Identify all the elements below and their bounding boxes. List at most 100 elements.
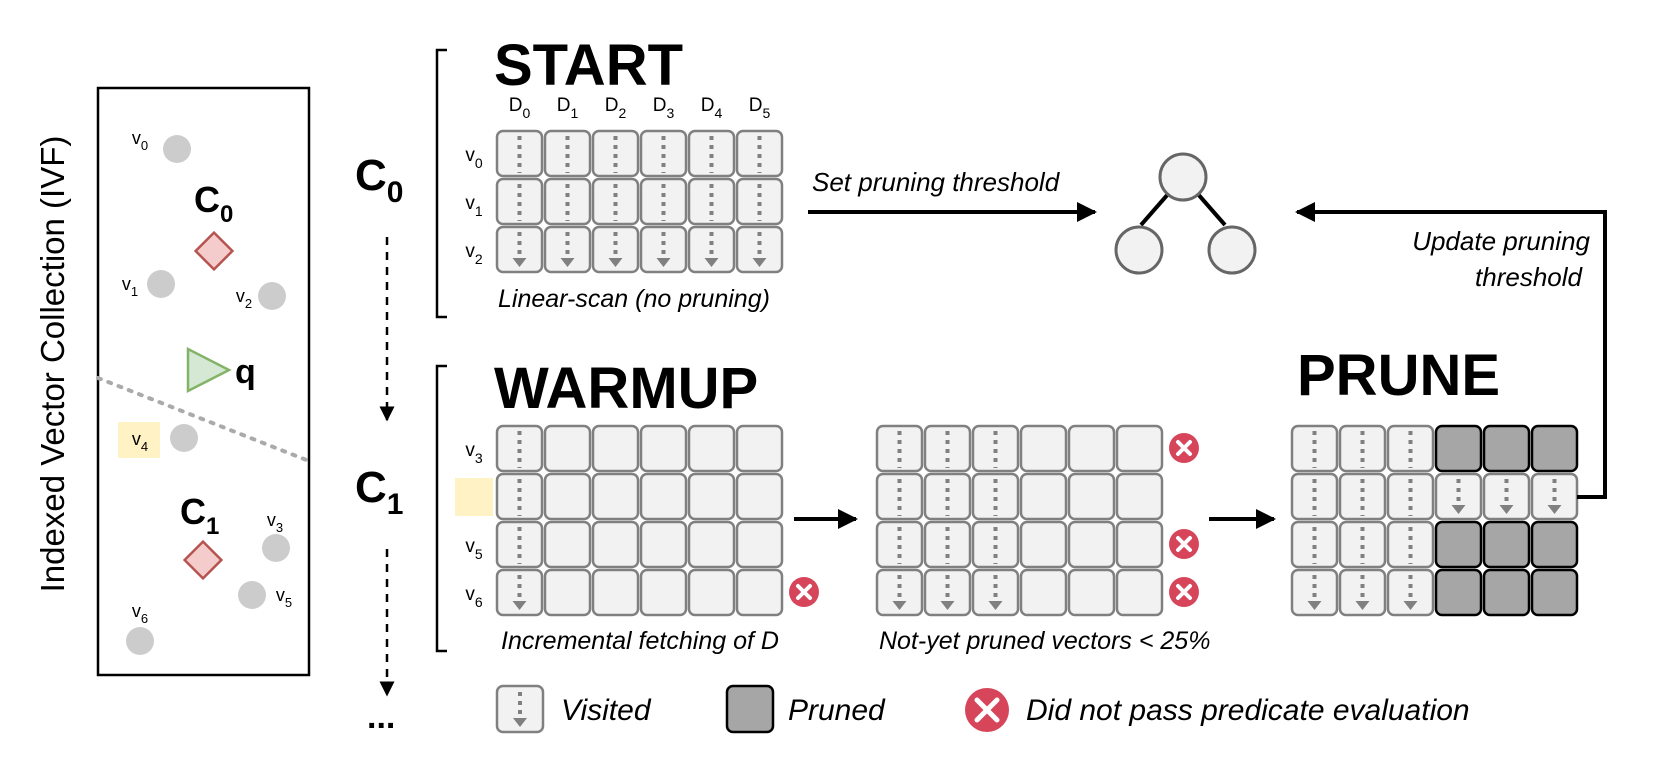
ivf-point-v2-label: v2 — [236, 286, 252, 311]
warmup-cell-r2-c1 — [543, 520, 592, 569]
warmup-row-label-v5: v5 — [465, 536, 483, 562]
ivf-point-v4-highlight — [118, 422, 160, 458]
start-col-label-d2: D2 — [605, 95, 627, 121]
start-cell-r1-c5 — [735, 177, 784, 226]
middle-cell-r1-c2 — [971, 472, 1020, 521]
prune-grid — [1290, 424, 1579, 617]
ivf-panel — [96, 86, 311, 677]
warmup-cell-r3-c3 — [639, 568, 688, 617]
update-threshold-label-line1: Update pruning — [1412, 226, 1590, 256]
prune-cell-r0-c3 — [1434, 424, 1483, 473]
middle-v3-fail-icon — [1169, 433, 1199, 463]
middle-cell-r1-c1 — [923, 472, 972, 521]
ivf-point-v3 — [262, 534, 290, 562]
warmup-cell-r2-c3 — [639, 520, 688, 569]
warmup-cell-r0-c5 — [735, 424, 784, 473]
ivf-point-v5 — [238, 581, 266, 609]
start-cell-r1-c1 — [543, 177, 592, 226]
ivf-point-v4 — [170, 424, 198, 452]
centroid-c0-label: C0 — [194, 179, 233, 228]
warmup-cell-r3-c5 — [735, 568, 784, 617]
middle-cell-r2-c0 — [875, 520, 924, 569]
prune-cell-r3-c1 — [1338, 568, 1387, 617]
cluster-c0-bracket — [435, 48, 447, 319]
ivf-point-v4-label: v4 — [132, 429, 148, 454]
warmup-cell-r3-c2 — [591, 568, 640, 617]
warmup-v6-fail-icon — [789, 577, 819, 607]
prune-cell-r1-c1 — [1338, 472, 1387, 521]
prune-cell-r1-c0 — [1290, 472, 1339, 521]
panel-title: Indexed Vector Collection (IVF) — [34, 136, 71, 593]
legend-visited-swatch — [495, 684, 545, 734]
phase-start-title: START — [494, 33, 683, 98]
prune-cell-r0-c1 — [1338, 424, 1387, 473]
start-cell-r0-c0 — [495, 129, 544, 178]
middle-cell-r1-c5 — [1115, 472, 1164, 521]
threshold-tree-icon — [1114, 152, 1257, 275]
centroid-c1-marker — [182, 539, 224, 581]
ivf-point-v0 — [163, 135, 191, 163]
start-col-label-d0: D0 — [509, 95, 531, 121]
start-cell-r2-c1 — [543, 225, 592, 274]
middle-grid-caption: Not-yet pruned vectors < 25% — [879, 627, 1210, 655]
update-threshold-label-line2: threshold — [1475, 262, 1583, 292]
prune-cell-r3-c2 — [1386, 568, 1435, 617]
middle-cell-r1-c0 — [875, 472, 924, 521]
update-threshold-arrow — [1295, 202, 1607, 499]
ivf-point-v6-label: v6 — [132, 601, 148, 626]
start-cell-r2-c0 — [495, 225, 544, 274]
start-row-label-v2: v2 — [465, 241, 483, 267]
warmup-row-label-v6: v6 — [465, 584, 483, 610]
start-cell-r1-c4 — [687, 177, 736, 226]
start-cell-r2-c2 — [591, 225, 640, 274]
prune-cell-r1-c4 — [1482, 472, 1531, 521]
prune-cell-r0-c0 — [1290, 424, 1339, 473]
ivf-point-v1 — [147, 270, 175, 298]
middle-cell-r0-c0 — [875, 424, 924, 473]
ivf-point-v2 — [258, 282, 286, 310]
ivf-point-v0-label: v0 — [132, 128, 148, 153]
warmup-cell-r1-c4 — [687, 472, 736, 521]
middle-grid — [875, 424, 1199, 617]
start-cell-r0-c2 — [591, 129, 640, 178]
start-grid-caption: Linear-scan (no pruning) — [498, 285, 770, 313]
prune-cell-r0-c2 — [1386, 424, 1435, 473]
middle-cell-r2-c3 — [1019, 520, 1068, 569]
start-cell-r0-c4 — [687, 129, 736, 178]
warmup-cell-r0-c3 — [639, 424, 688, 473]
set-threshold-label: Set pruning threshold — [812, 167, 1061, 197]
prune-cell-r1-c3 — [1434, 472, 1483, 521]
warmup-cell-r0-c4 — [687, 424, 736, 473]
warmup-cell-r1-c0 — [495, 472, 544, 521]
cluster-c0-label: C0 — [355, 151, 403, 209]
warmup-cell-r0-c0 — [495, 424, 544, 473]
ivf-point-v3-label: v3 — [267, 510, 283, 535]
prune-cell-r1-c5 — [1530, 472, 1579, 521]
ivf-point-v1-label: v1 — [122, 274, 138, 299]
start-cell-r0-c1 — [543, 129, 592, 178]
warmup-cell-r1-c5 — [735, 472, 784, 521]
start-col-label-d4: D4 — [701, 95, 723, 121]
legend-pruned-label: Pruned — [788, 694, 886, 727]
middle-cell-r1-c4 — [1067, 472, 1116, 521]
middle-cell-r1-c3 — [1019, 472, 1068, 521]
prune-cell-r2-c5 — [1530, 520, 1579, 569]
start-cell-r0-c3 — [639, 129, 688, 178]
warmup-cell-r0-c1 — [543, 424, 592, 473]
middle-cell-r0-c4 — [1067, 424, 1116, 473]
middle-cell-r0-c5 — [1115, 424, 1164, 473]
warmup-cell-r3-c4 — [687, 568, 736, 617]
legend-fail-label: Did not pass predicate evaluation — [1026, 694, 1470, 727]
middle-cell-r3-c3 — [1019, 568, 1068, 617]
middle-cell-r0-c2 — [971, 424, 1020, 473]
warmup-cell-r1-c1 — [543, 472, 592, 521]
prune-cell-r0-c5 — [1530, 424, 1579, 473]
warmup-cell-r1-c3 — [639, 472, 688, 521]
phase-prune-title: PRUNE — [1297, 343, 1500, 408]
ivf-point-v6 — [126, 627, 154, 655]
legend-pruned-swatch — [725, 684, 775, 734]
prune-cell-r1-c2 — [1386, 472, 1435, 521]
cluster-c1-bracket — [435, 364, 447, 653]
